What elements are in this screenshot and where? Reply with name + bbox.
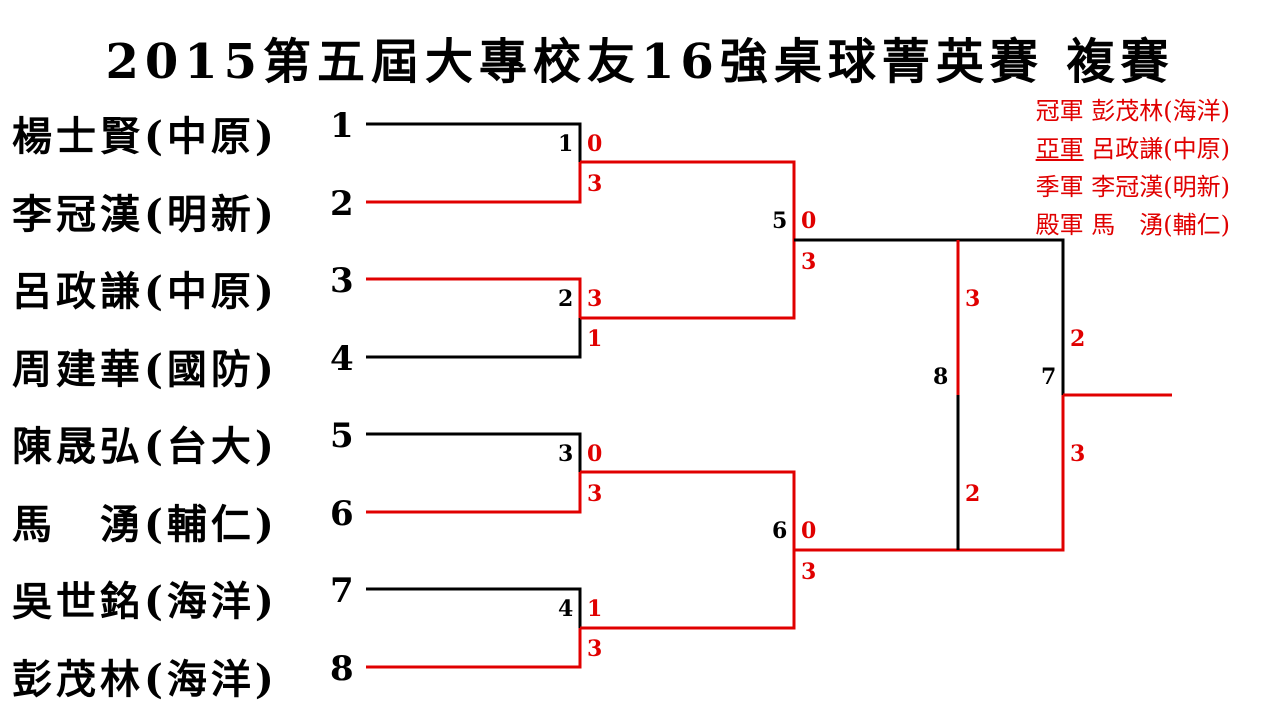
match-2-top-score: 3 <box>587 286 603 312</box>
match-4-bottom-score: 3 <box>587 636 603 662</box>
match-number-3: 3 <box>558 441 574 467</box>
bracket-line-p4 <box>366 318 582 359</box>
player-name-7: 吳世銘(海洋) <box>12 578 278 625</box>
bracket-line-p6 <box>366 472 582 514</box>
player-seed-3: 3 <box>330 261 354 301</box>
player-name-2: 李冠漢(明新) <box>12 191 278 238</box>
result-champion: 冠軍 彭茂林(海洋) <box>1036 92 1230 130</box>
match-7-bottom-score: 3 <box>1070 441 1086 467</box>
player-name-5: 陳晟弘(台大) <box>12 423 278 470</box>
bracket-line-p3 <box>366 277 582 318</box>
result-third: 季軍 李冠漢(明新) <box>1036 168 1230 206</box>
result-player: 馬 湧(輔仁) <box>1091 211 1230 239</box>
bracket-line-m3-winner <box>580 470 796 550</box>
bracket-line-p2 <box>366 162 582 204</box>
match-3-top-score: 0 <box>587 441 603 467</box>
result-rank-label: 殿軍 <box>1035 211 1084 239</box>
bracket-line-m2-winner <box>580 240 796 320</box>
player-seed-6: 6 <box>330 494 354 534</box>
result-rank-label: 冠軍 <box>1035 97 1084 125</box>
player-name-4: 周建華(國防) <box>12 346 278 393</box>
bracket-line-p8 <box>366 628 582 669</box>
match-3-bottom-score: 3 <box>587 481 603 507</box>
match-6-bottom-score: 3 <box>801 559 817 585</box>
player-seed-2: 2 <box>330 184 354 224</box>
match-number-2: 2 <box>558 286 574 312</box>
match-number-8: 8 <box>933 364 949 390</box>
match-4-top-score: 1 <box>587 596 603 622</box>
bracket-line-p1 <box>366 122 582 162</box>
match-number-5: 5 <box>772 208 788 234</box>
results-list: 冠軍 彭茂林(海洋) 亞軍 呂政謙(中原) 季軍 李冠漢(明新) 殿軍 馬 湧(… <box>1036 92 1230 244</box>
player-name-6: 馬 湧(輔仁) <box>12 501 278 548</box>
match-7-top-score: 2 <box>1070 326 1086 352</box>
bracket-line-m4-winner <box>580 550 796 630</box>
match-number-7: 7 <box>1041 364 1057 390</box>
match-8-top-score: 3 <box>965 286 981 312</box>
result-player: 李冠漢(明新) <box>1091 173 1230 201</box>
match-8-bottom-score: 2 <box>965 481 981 507</box>
result-rank-label: 季軍 <box>1035 173 1084 201</box>
match-number-6: 6 <box>772 518 788 544</box>
result-player: 彭茂林(海洋) <box>1091 97 1230 125</box>
player-seed-5: 5 <box>330 416 354 456</box>
match-number-4: 4 <box>558 596 574 622</box>
result-player: 呂政謙(中原) <box>1091 135 1230 163</box>
player-name-1: 楊士賢(中原) <box>12 113 278 160</box>
bracket-line-m1-winner <box>580 160 796 240</box>
player-seed-7: 7 <box>330 571 354 611</box>
match-number-1: 1 <box>558 131 574 157</box>
match-1-bottom-score: 3 <box>587 171 603 197</box>
bracket-line-m6-winner-final <box>794 395 1065 552</box>
match-2-bottom-score: 1 <box>587 326 603 352</box>
result-fourth: 殿軍 馬 湧(輔仁) <box>1036 206 1230 244</box>
bracket-line-p7 <box>366 587 582 628</box>
bracket-line-m5-winner-final <box>794 238 1065 395</box>
player-name-3: 呂政謙(中原) <box>12 268 278 315</box>
player-seed-1: 1 <box>330 106 354 146</box>
page-title: 2015第五屆大專校友16強桌球菁英賽 複賽 <box>105 34 1175 90</box>
match-1-top-score: 0 <box>587 131 603 157</box>
match-5-top-score: 0 <box>801 208 817 234</box>
player-name-8: 彭茂林(海洋) <box>12 656 278 703</box>
match-5-bottom-score: 3 <box>801 249 817 275</box>
player-seed-8: 8 <box>330 649 354 689</box>
match-6-top-score: 0 <box>801 518 817 544</box>
result-runner-up: 亞軍 呂政謙(中原) <box>1036 130 1230 168</box>
result-rank-label: 亞軍 <box>1035 135 1084 163</box>
bracket-line-p5 <box>366 432 582 472</box>
player-seed-4: 4 <box>330 339 354 379</box>
